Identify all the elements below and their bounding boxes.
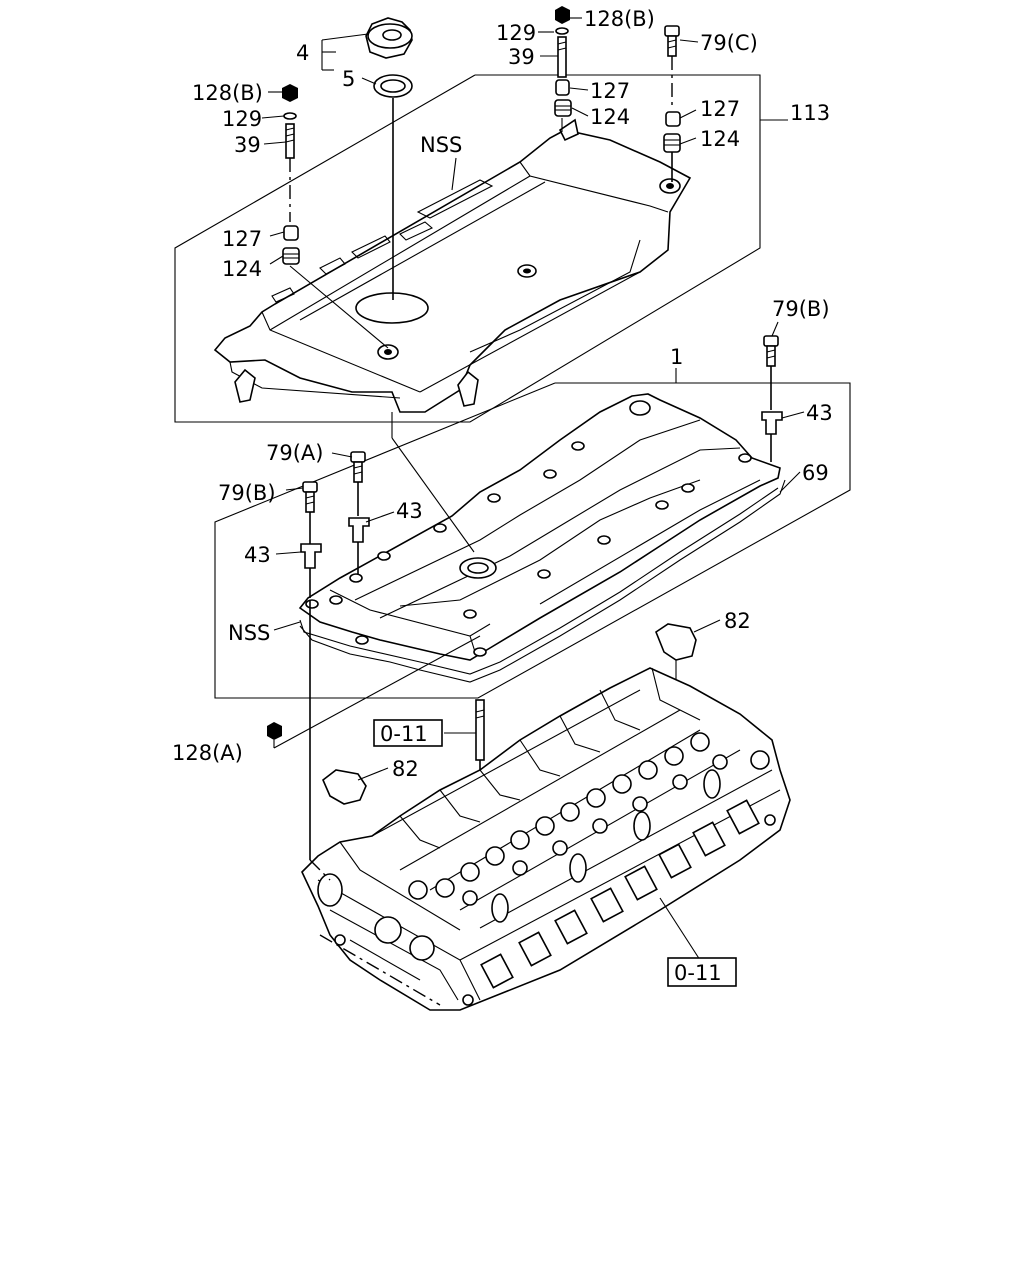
callout-43-right: 43: [806, 401, 833, 425]
callout-128a: 128(A): [172, 741, 243, 765]
callout-39-left: 39: [234, 133, 261, 157]
callout-124-mid: 124: [590, 105, 630, 129]
callout-79b-right: 79(B): [772, 297, 830, 321]
callout-129-left: 129: [222, 107, 262, 131]
ref-box-upper: [373, 719, 443, 747]
callout-1: 1: [670, 345, 683, 369]
head-cover-1: [298, 393, 781, 661]
oil-filler-gasket-icon: [373, 74, 413, 98]
callout-82-right: 82: [724, 609, 751, 633]
frame-113-cover-assembly: [174, 74, 788, 423]
callout-leaders: [261, 17, 805, 781]
callout-82-left: 82: [392, 757, 419, 781]
callout-113: 113: [790, 101, 830, 125]
nut-128a-icon: [267, 635, 481, 749]
callout-127-right: 127: [700, 97, 740, 121]
cylinder-head: [301, 667, 791, 1011]
callout-127-mid: 127: [590, 79, 630, 103]
callout-39-top: 39: [508, 45, 535, 69]
callout-ref-lower: 0-11: [674, 961, 722, 985]
callout-69: 69: [802, 461, 829, 485]
fastener-stack-right-upper: [663, 25, 681, 182]
callout-127-left: 127: [222, 227, 262, 251]
gasket-69: [299, 471, 801, 683]
callout-124-left: 124: [222, 257, 262, 281]
callout-4: 4: [296, 41, 309, 65]
plug-82-left-icon: [322, 769, 367, 805]
callout-nss-upper: NSS: [420, 133, 462, 157]
callout-128b-top: 128(B): [584, 7, 655, 31]
callout-ref-upper: 0-11: [380, 722, 428, 746]
fastener-stack-right-lower: [761, 335, 783, 462]
fastener-stack-left-upper: [282, 84, 389, 349]
callout-129-top: 129: [496, 21, 536, 45]
fastener-stack-mid-upper: [554, 6, 572, 132]
oil-filler-cap-icon: [365, 17, 413, 59]
callout-79c: 79(C): [700, 31, 758, 55]
ref-box-lower: [667, 957, 737, 987]
callout-43-mid: 43: [396, 499, 423, 523]
callout-5: 5: [342, 67, 355, 91]
upper-cover-113: [213, 118, 692, 413]
callout-79b-left: 79(B): [218, 481, 276, 505]
frame-1-head-cover: [214, 368, 851, 699]
fastener-stack-left-lower: [300, 451, 370, 598]
callout-43-left: 43: [244, 543, 271, 567]
callout-128b-left: 128(B): [192, 81, 263, 105]
callout-124-right: 124: [700, 127, 740, 151]
callout-79a: 79(A): [266, 441, 323, 465]
callout-nss-lower: NSS: [228, 621, 270, 645]
